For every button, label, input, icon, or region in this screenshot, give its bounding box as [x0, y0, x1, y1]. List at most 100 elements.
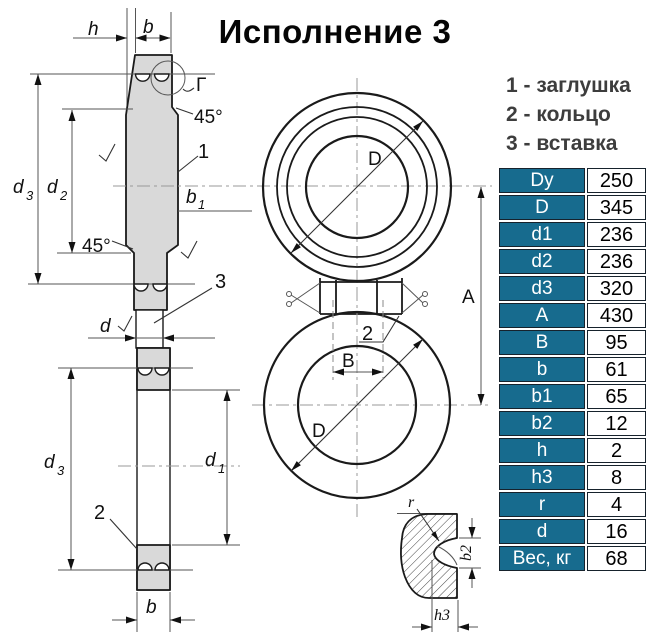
value-cell: 68	[587, 546, 646, 571]
param-cell: d3	[499, 276, 585, 301]
angle-label: 45°	[82, 236, 111, 257]
dim-label-b1: b	[186, 187, 197, 208]
svg-text:3: 3	[26, 188, 34, 203]
value-cell: 236	[587, 249, 646, 274]
param-cell: b	[499, 357, 585, 382]
groove-detail-view	[397, 508, 481, 632]
dim-label-d3: d	[13, 177, 25, 198]
value-cell: 95	[587, 330, 646, 355]
param-cell: b1	[499, 384, 585, 409]
dim-label-r: r	[408, 494, 415, 511]
value-cell: 12	[587, 411, 646, 436]
part-number-1: 1	[198, 141, 209, 163]
svg-text:1: 1	[198, 197, 205, 212]
ear-eyelet-icon	[422, 291, 428, 297]
dim-label-B: B	[342, 351, 355, 372]
diameter-arrow	[290, 120, 424, 254]
value-cell: 345	[587, 195, 646, 220]
value-cell: 16	[587, 519, 646, 544]
diameter-arrow	[290, 338, 424, 472]
value-cell: 2	[587, 438, 646, 463]
dim-label-b-ring: b	[146, 597, 157, 618]
param-cell: h	[499, 438, 585, 463]
dim-A	[477, 187, 485, 405]
dim-label-d1: d	[205, 450, 217, 471]
dim-label-b2: b2	[458, 545, 475, 561]
value-cell: 430	[587, 303, 646, 328]
part-number-3: 3	[215, 271, 226, 293]
dim-label-d3-ring: d	[44, 452, 56, 473]
plug-section-view	[28, 8, 252, 349]
surface-finish-icon	[117, 315, 133, 332]
svg-text:1: 1	[218, 461, 225, 476]
part3-leader	[153, 287, 213, 324]
dim-label-D: D	[368, 149, 382, 170]
gamma-detail-circle	[150, 60, 186, 96]
ear-eyelet-icon	[422, 301, 428, 307]
param-cell: A	[499, 303, 585, 328]
part1-leader	[177, 155, 199, 173]
surface-finish-icon	[98, 143, 116, 162]
ring-section-view	[58, 347, 240, 632]
param-cell: h3	[499, 465, 585, 490]
dim-label-d: d	[100, 316, 112, 337]
value-cell: 4	[587, 492, 646, 517]
param-cell: b2	[499, 411, 585, 436]
handle-neck	[286, 278, 428, 315]
dim-label-h: h	[88, 19, 99, 40]
legend-item: 1 - заглушка	[506, 74, 631, 97]
ear-eyelet-icon	[286, 301, 292, 307]
part-number-2-front: 2	[362, 323, 373, 345]
angle-label: 45°	[194, 107, 223, 128]
dim-label-D-ring: D	[312, 421, 326, 442]
param-cell: d2	[499, 249, 585, 274]
value-cell: 236	[587, 222, 646, 247]
dim-label-b: b	[143, 17, 154, 38]
svg-text:3: 3	[57, 463, 65, 478]
dim-label-d2: d	[47, 177, 59, 198]
param-cell: D	[499, 195, 585, 220]
insert-stem	[135, 309, 164, 349]
value-cell: 250	[587, 168, 646, 193]
dim-label-h3: h3	[434, 607, 450, 624]
drawing-labels: h b Г 45° 1 b 1 d 3 d 2 45° 3 d d 3 d 1 …	[13, 17, 475, 624]
param-cell: d1	[499, 222, 585, 247]
svg-text:2: 2	[59, 188, 68, 203]
page-title: Исполнение 3	[218, 13, 452, 50]
param-cell: Dy	[499, 168, 585, 193]
param-cell: r	[499, 492, 585, 517]
plug-front-view	[113, 78, 492, 300]
value-cell: 8	[587, 465, 646, 490]
parts-legend: 1 - заглушка 2 - кольцо 3 - вставка	[506, 71, 631, 158]
legend-item: 2 - кольцо	[506, 103, 611, 126]
ear-eyelet-icon	[286, 291, 292, 297]
part-number-2: 2	[94, 502, 105, 524]
part2-leader	[109, 518, 138, 550]
detail-ref-gamma: Г	[196, 75, 206, 96]
value-cell: 320	[587, 276, 646, 301]
part2-leader	[359, 315, 400, 343]
surface-finish-icon	[180, 240, 198, 259]
param-cell: Вес, кг	[499, 546, 585, 571]
value-cell: 61	[587, 357, 646, 382]
legend-item: 3 - вставка	[506, 132, 618, 155]
param-cell: d	[499, 519, 585, 544]
